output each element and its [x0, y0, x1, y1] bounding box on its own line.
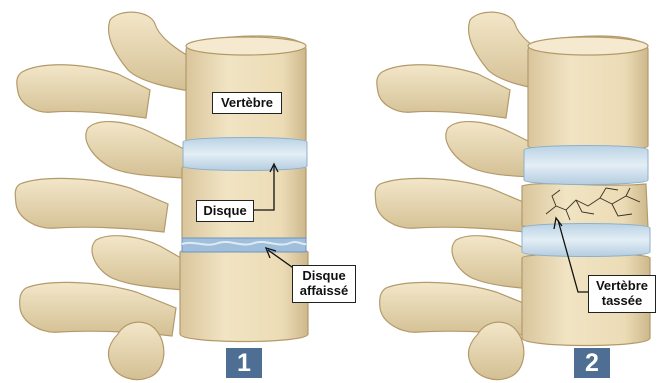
label-disc: Disque: [196, 200, 254, 222]
panel-2-spine: [375, 12, 650, 379]
label-collapsed-disc-line1: Disque: [298, 268, 350, 283]
label-vertebra: Vertèbre: [212, 92, 282, 114]
label-compressed-vertebra-line2: tassée: [594, 293, 650, 308]
label-collapsed-disc: Disque affaissé: [292, 265, 356, 303]
panel-1-processes: [15, 12, 200, 379]
panel-number-2: 2: [574, 348, 610, 378]
panel-1-vertebral-bodies: [180, 36, 308, 342]
panel-1-spine: [15, 12, 320, 379]
label-collapsed-disc-line2: affaissé: [298, 283, 350, 298]
panel-1-collapsed-disc: [182, 238, 306, 252]
label-compressed-vertebra-line1: Vertèbre: [594, 278, 650, 293]
panel-number-1: 1: [226, 348, 262, 378]
label-compressed-vertebra: Vertèbre tassée: [588, 275, 656, 313]
panel-1-disc: [183, 138, 307, 171]
